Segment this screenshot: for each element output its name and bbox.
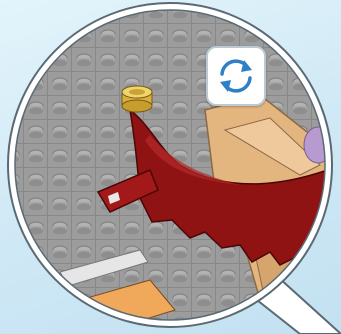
gold-tip-piece [122,86,152,112]
rotate-icon [214,54,258,98]
rotate-model-badge [206,46,266,106]
